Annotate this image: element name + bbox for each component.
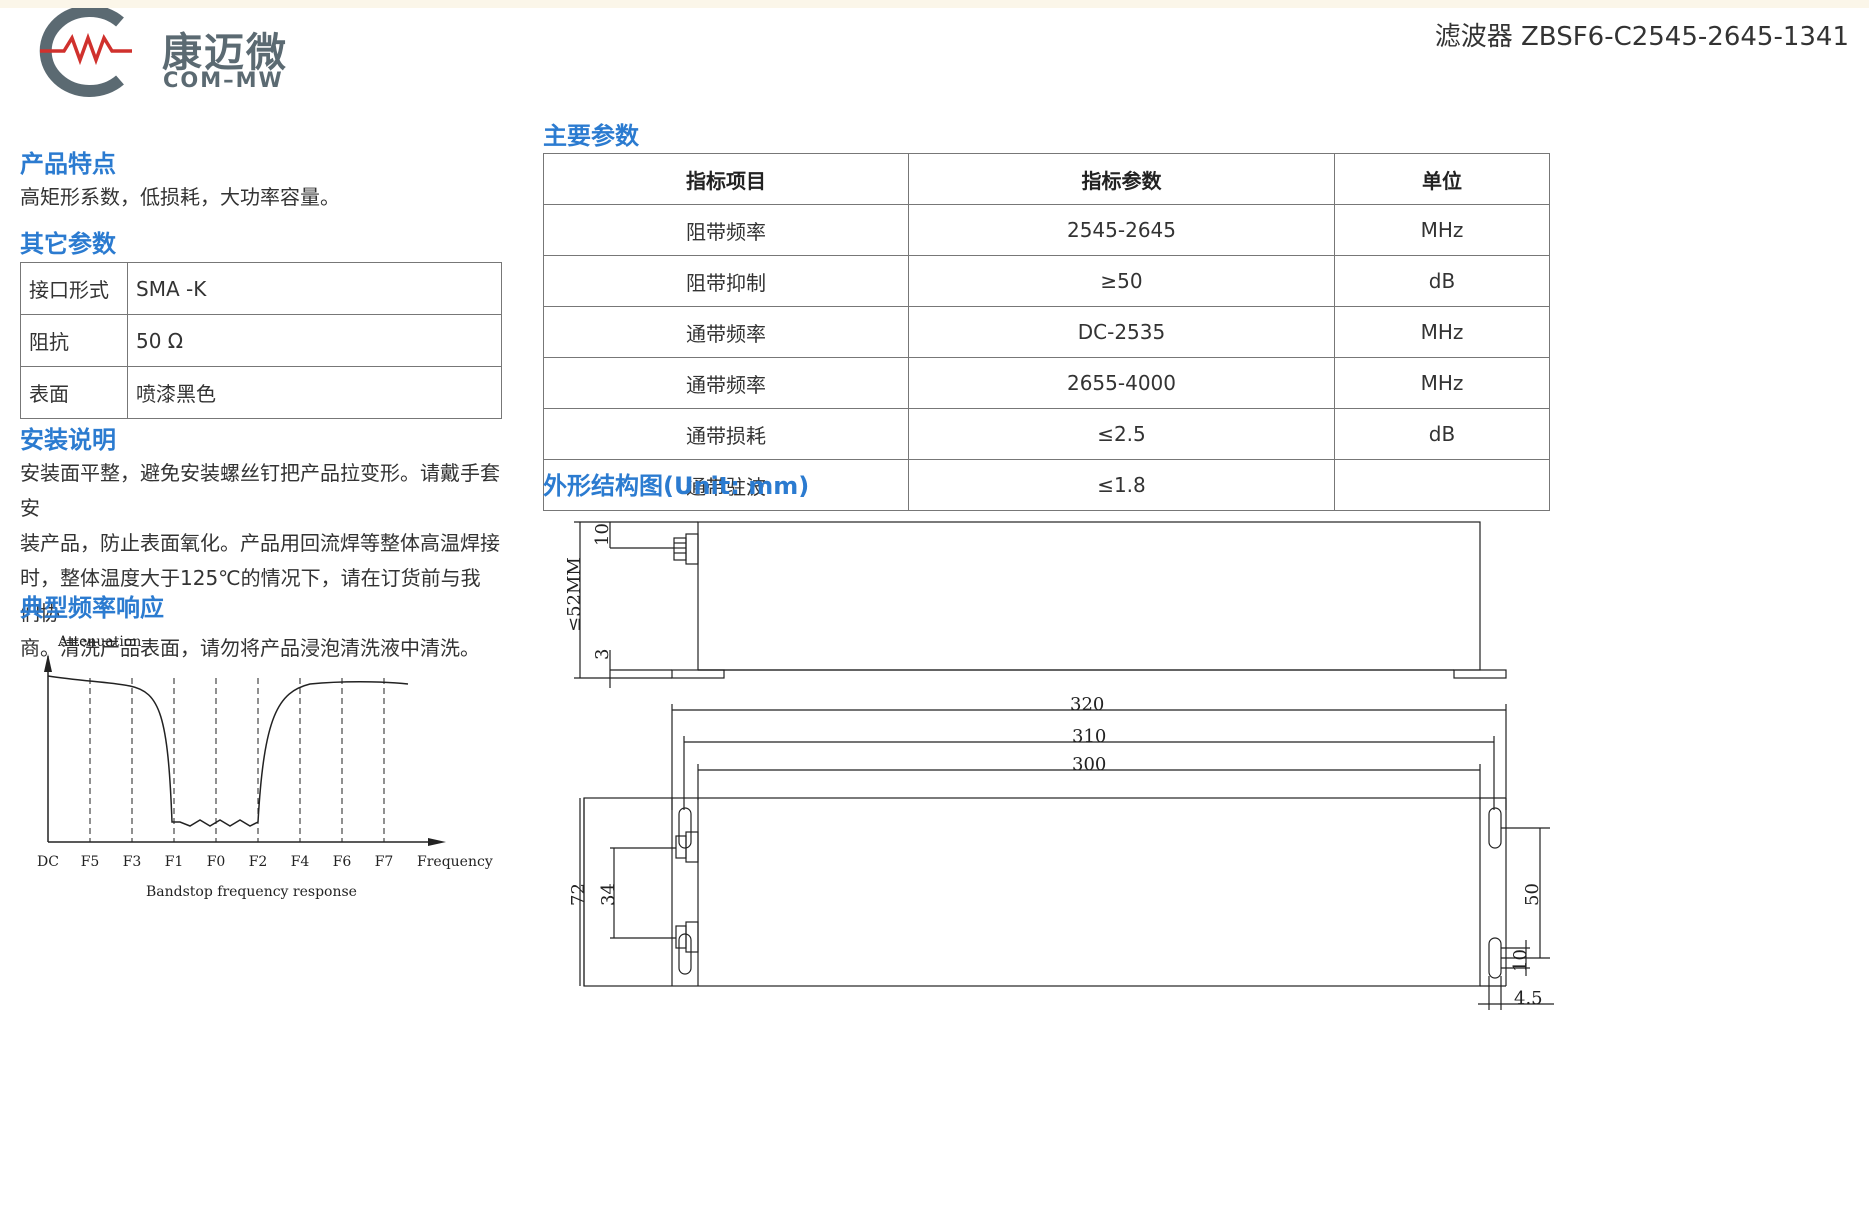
dim-310: 310 xyxy=(1072,726,1106,747)
x-axis-arrow xyxy=(428,838,446,846)
outline-heading: 外形结构图(Unit: mm) xyxy=(543,472,810,500)
main-params-table: 指标项目 指标参数 单位 阻带频率 2545-2645 MHz 阻带抑制 ≥50… xyxy=(543,153,1550,511)
param-key: 表面 xyxy=(20,366,128,419)
install-text: 安装面平整，避免安装螺丝钉把产品拉变形。请戴手套安 装产品，防止表面氧化。产品用… xyxy=(20,456,500,666)
table-cell: MHz xyxy=(1334,357,1550,409)
main-params-heading: 主要参数 xyxy=(543,122,639,150)
table-row: 阻抗 50 Ω xyxy=(20,314,502,367)
install-line: 商。清洗产品表面，请勿将产品浸泡清洗液中清洗。 xyxy=(20,636,480,660)
table-row: 通带频率 2655-4000 MHz xyxy=(543,357,1550,409)
param-value: 50 Ω xyxy=(127,314,502,367)
response-heading: 典型频率响应 xyxy=(20,594,164,622)
install-line: 时，整体温度大于125℃的情况下，请在订货前与我们协 xyxy=(20,566,481,625)
table-row: 通带损耗 ≤2.5 dB xyxy=(543,408,1550,460)
dim-50: 50 xyxy=(1522,883,1543,906)
table-header-row: 指标项目 指标参数 单位 xyxy=(543,153,1550,205)
table-cell: MHz xyxy=(1334,306,1550,358)
side-view xyxy=(574,521,1507,688)
install-line: 安装面平整，避免安装螺丝钉把产品拉变形。请戴手套安 xyxy=(20,461,500,520)
param-key: 接口形式 xyxy=(20,262,128,315)
mount-slot xyxy=(678,933,692,975)
table-cell: dB xyxy=(1334,255,1550,307)
other-params-heading: 其它参数 xyxy=(20,230,116,258)
mount-flange-right xyxy=(1453,669,1507,679)
mount-slot xyxy=(1488,937,1502,979)
x-tick-label: DC xyxy=(37,854,59,870)
chart-ylabel-text: Attenuation xyxy=(57,634,141,650)
brand-name-en: COM–MW xyxy=(163,68,284,92)
column-header: 指标参数 xyxy=(908,153,1335,205)
connector-icon xyxy=(675,831,699,953)
table-cell: 通带损耗 xyxy=(543,408,909,460)
features-heading: 产品特点 xyxy=(20,150,116,178)
table-row: 通带频率 DC-2535 MHz xyxy=(543,306,1550,358)
table-row: 表面 喷漆黑色 xyxy=(20,366,502,419)
x-tick-label: F1 xyxy=(165,854,184,870)
table-cell: ≤2.5 xyxy=(908,408,1335,460)
marker-lines xyxy=(89,678,385,842)
brand-logo[interactable]: 康迈微 COM–MW xyxy=(20,8,340,100)
table-cell: 2545-2645 xyxy=(908,204,1335,256)
table-cell: 阻带频率 xyxy=(543,204,909,256)
table-cell: ≤1.8 xyxy=(908,459,1335,511)
param-value: 喷漆黑色 xyxy=(127,366,502,419)
product-model: 滤波器 ZBSF6-C2545-2645-1341 xyxy=(1434,22,1849,52)
table-cell xyxy=(1334,459,1550,511)
x-tick-label: F7 xyxy=(375,854,394,870)
param-key: 阻抗 xyxy=(20,314,128,367)
x-tick-label: F5 xyxy=(81,854,100,870)
dim-3: 3 xyxy=(592,649,613,660)
y-axis-arrow xyxy=(44,654,52,672)
table-row: 阻带频率 2545-2645 MHz xyxy=(543,204,1550,256)
table-row: 阻带抑制 ≥50 dB xyxy=(543,255,1550,307)
top-bar xyxy=(0,0,1869,8)
install-line: 装产品，防止表面氧化。产品用回流焊等整体高温焊接 xyxy=(20,531,500,555)
table-row: 接口形式 SMA -K xyxy=(20,262,502,315)
x-tick-label: F4 xyxy=(291,854,310,870)
side-body xyxy=(697,521,1481,671)
outline-drawing: ≤52MM 10 3 320 310 300 72 34 50 10 4.5 xyxy=(564,521,1554,1010)
mount-slot xyxy=(1488,807,1502,849)
chart-title: Bandstop frequency response xyxy=(146,884,357,900)
connector-icon xyxy=(673,533,699,565)
column-header: 单位 xyxy=(1334,153,1550,205)
table-cell: ≥50 xyxy=(908,255,1335,307)
features-text: 高矩形系数，低损耗，大功率容量。 xyxy=(20,185,340,209)
x-tick-labels: DC F5 F3 F1 F0 F2 F4 F6 F7 xyxy=(37,854,393,870)
table-cell: MHz xyxy=(1334,204,1550,256)
dim-4-5: 4.5 xyxy=(1514,988,1543,1009)
x-tick-label: F3 xyxy=(123,854,142,870)
table-cell: 阻带抑制 xyxy=(543,255,909,307)
chart-xlabel: Frequency xyxy=(417,854,493,870)
install-heading: 安装说明 xyxy=(20,426,116,454)
mount-slot xyxy=(678,807,692,849)
table-cell: 通带驻波 xyxy=(543,459,909,511)
param-value: SMA -K xyxy=(127,262,502,315)
top-outline xyxy=(583,797,1481,987)
column-header: 指标项目 xyxy=(543,153,909,205)
dim-72: 72 xyxy=(568,883,589,906)
response-plot: Attenuation DC F5 F3 F1 F0 F2 F4 F6 F7 Frequency… xyxy=(37,634,493,900)
table-cell: 2655-4000 xyxy=(908,357,1335,409)
brand-name-cn: 康迈微 xyxy=(162,30,288,76)
dim-320: 320 xyxy=(1070,694,1104,715)
mount-flange-left xyxy=(671,669,725,679)
x-tick-label: F6 xyxy=(333,854,352,870)
dim-34: 34 xyxy=(598,883,619,906)
table-row: 通带驻波 ≤1.8 xyxy=(543,459,1550,511)
dim-300: 300 xyxy=(1072,754,1106,775)
response-curve xyxy=(47,675,409,827)
other-params-table: 接口形式 SMA -K 阻抗 50 Ω 表面 喷漆黑色 xyxy=(20,262,502,419)
table-cell: 通带频率 xyxy=(543,306,909,358)
dim-10-top: 10 xyxy=(592,523,613,546)
x-tick-label: F0 xyxy=(207,854,226,870)
table-cell: 通带频率 xyxy=(543,357,909,409)
table-cell: DC-2535 xyxy=(908,306,1335,358)
mw-logo-icon xyxy=(39,8,132,97)
table-cell: dB xyxy=(1334,408,1550,460)
dim-height: ≤52MM xyxy=(564,557,585,632)
top-view xyxy=(579,797,1554,1010)
x-tick-label: F2 xyxy=(249,854,268,870)
